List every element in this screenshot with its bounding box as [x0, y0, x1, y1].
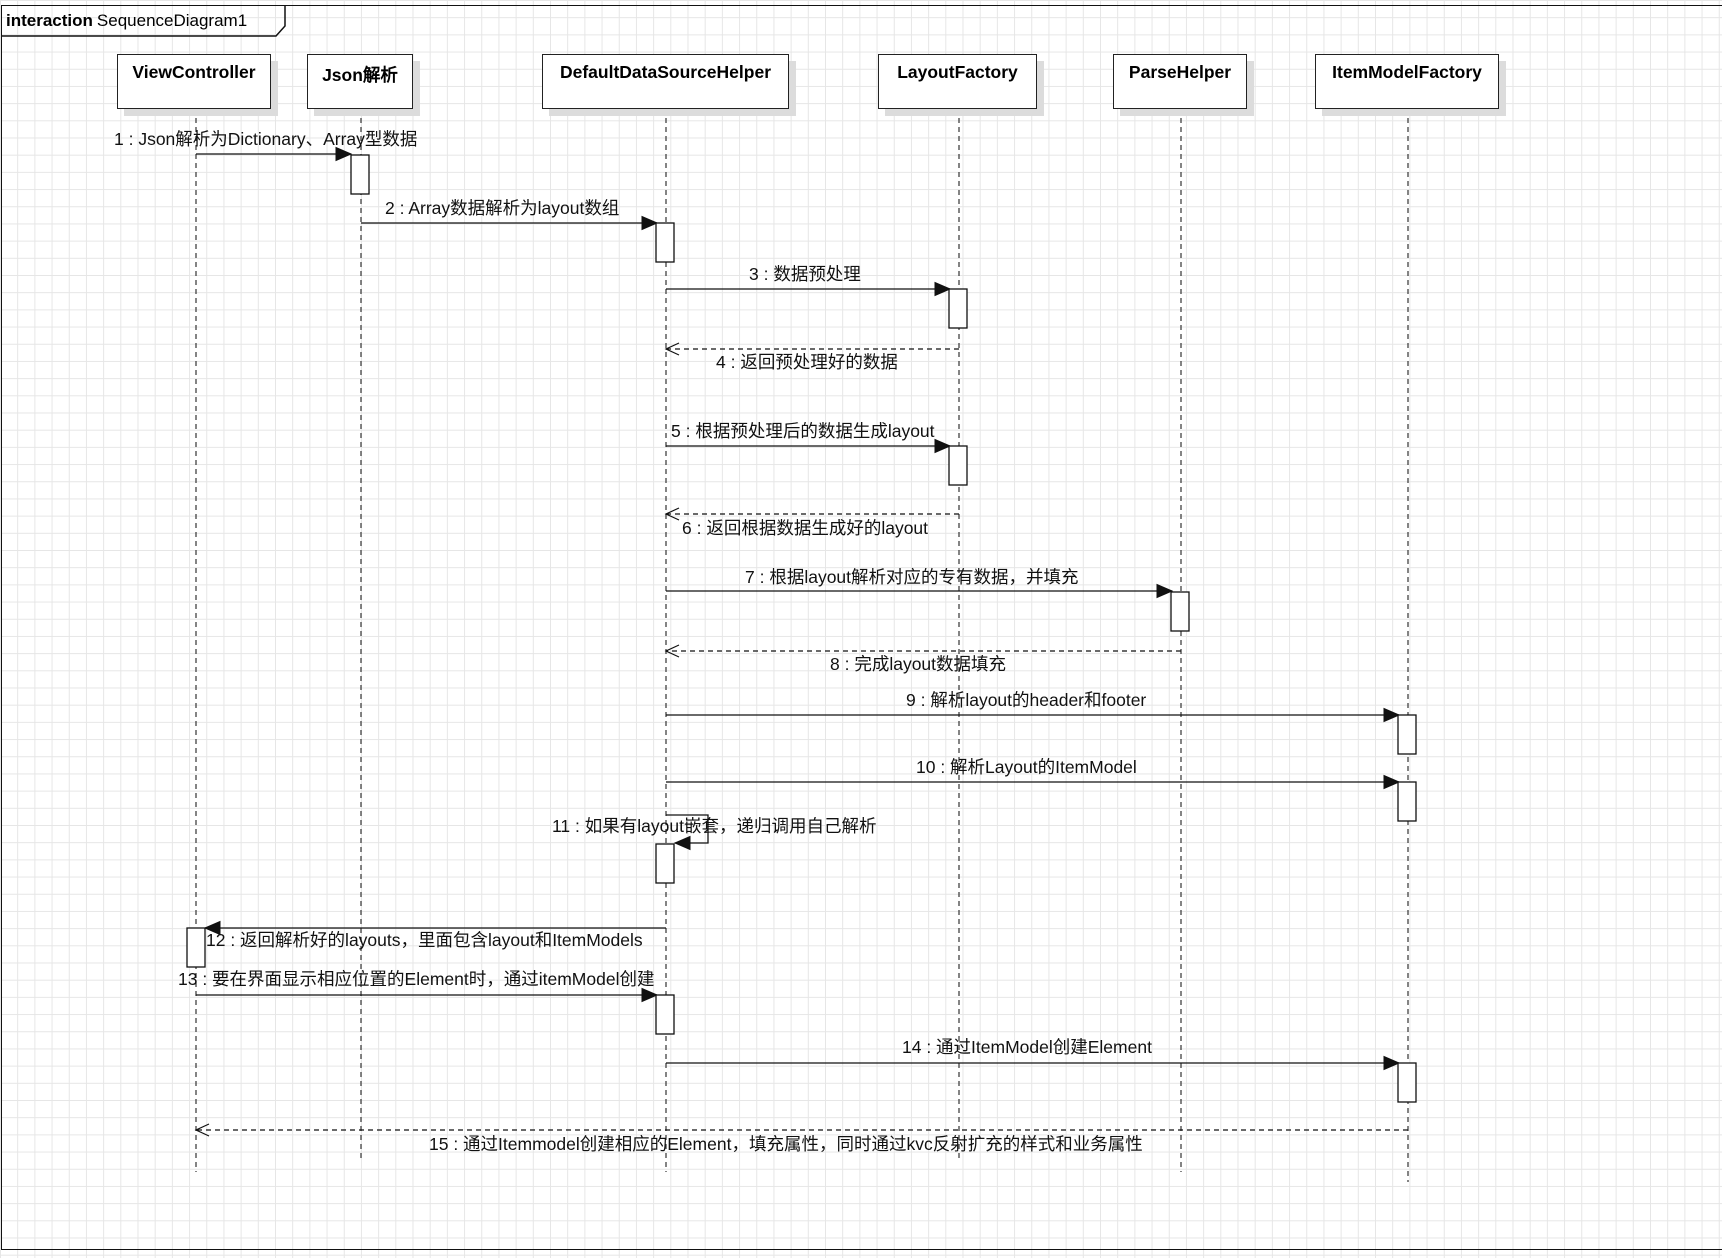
lifeline-label: Json解析 [322, 65, 398, 85]
frame-name: SequenceDiagram1 [96, 11, 248, 30]
message-label-12: 12 : 返回解析好的layouts，里面包含layout和ItemModels [206, 930, 643, 950]
message-arrowhead-7 [1156, 583, 1174, 599]
activation-bar-13 [655, 994, 675, 1035]
activation-bar-11 [655, 843, 675, 884]
message-label-2: 2 : Array数据解析为layout数组 [385, 198, 620, 218]
message-label-3: 3 : 数据预处理 [749, 264, 861, 284]
message-arrowhead-10 [1383, 774, 1401, 790]
message-arrowhead-15 [194, 1123, 210, 1137]
message-label-15: 15 : 通过Itemmodel创建相应的Element，填充属性，同时通过kv… [429, 1134, 1143, 1154]
lifeline-json-parse[interactable]: Json解析 [307, 54, 413, 109]
lifeline-default-data-source-helper[interactable]: DefaultDataSourceHelper [542, 54, 789, 109]
activation-bar-5 [948, 445, 968, 486]
lifeline-label: LayoutFactory [897, 62, 1018, 82]
message-arrowhead-6 [664, 507, 680, 521]
lifeline-label: ItemModelFactory [1332, 62, 1482, 82]
lifeline-item-model-factory[interactable]: ItemModelFactory [1315, 54, 1499, 109]
message-arrowhead-5 [934, 438, 952, 454]
activation-bar-1 [350, 154, 370, 195]
message-arrowhead-11 [673, 835, 691, 851]
frame-tab [2, 6, 286, 37]
message-label-4: 4 : 返回预处理好的数据 [716, 352, 898, 372]
lifeline-label: DefaultDataSourceHelper [559, 62, 772, 82]
lifeline-label: ViewController [132, 62, 256, 82]
lifeline-viewcontroller[interactable]: ViewController [117, 54, 271, 109]
activation-bar-12 [186, 927, 206, 968]
frame-keyword: interaction [6, 11, 93, 30]
message-label-10: 10 : 解析Layout的ItemModel [916, 757, 1137, 777]
message-label-9: 9 : 解析layout的header和footer [906, 690, 1147, 710]
message-arrowhead-3 [934, 281, 952, 297]
message-label-13: 13 : 要在界面显示相应位置的Element时，通过itemModel创建 [178, 969, 655, 989]
message-arrowhead-12 [203, 920, 221, 936]
message-arrowhead-8 [664, 644, 680, 658]
message-arrowhead-1 [335, 146, 353, 162]
message-arrowhead-4 [664, 342, 680, 356]
message-label-5: 5 : 根据预处理后的数据生成layout [671, 421, 935, 441]
activation-bar-9 [1397, 714, 1417, 755]
message-label-7: 7 : 根据layout解析对应的专有数据，并填充 [745, 567, 1079, 587]
activation-bar-2 [655, 222, 675, 263]
message-label-14: 14 : 通过ItemModel创建Element [902, 1037, 1152, 1057]
lifeline-parse-helper[interactable]: ParseHelper [1113, 54, 1247, 109]
message-arrowhead-2 [641, 215, 659, 231]
message-label-6: 6 : 返回根据数据生成好的layout [682, 518, 929, 538]
message-arrowhead-13 [641, 987, 659, 1003]
message-arrowhead-9 [1383, 707, 1401, 723]
activation-bar-14 [1397, 1062, 1417, 1103]
message-label-1: 1 : Json解析为Dictionary、Array型数据 [114, 129, 418, 149]
message-label-11: 11 : 如果有layout嵌套，递归调用自己解析 [552, 816, 877, 836]
message-arrowhead-14 [1383, 1055, 1401, 1071]
activation-bar-7 [1170, 591, 1190, 632]
message-arrow-11 [666, 814, 709, 844]
lifeline-label: ParseHelper [1128, 62, 1232, 82]
lifeline-layout-factory[interactable]: LayoutFactory [878, 54, 1037, 109]
message-label-8: 8 : 完成layout数据填充 [830, 654, 1007, 674]
activation-bar-3 [948, 288, 968, 329]
activation-bar-10 [1397, 781, 1417, 822]
